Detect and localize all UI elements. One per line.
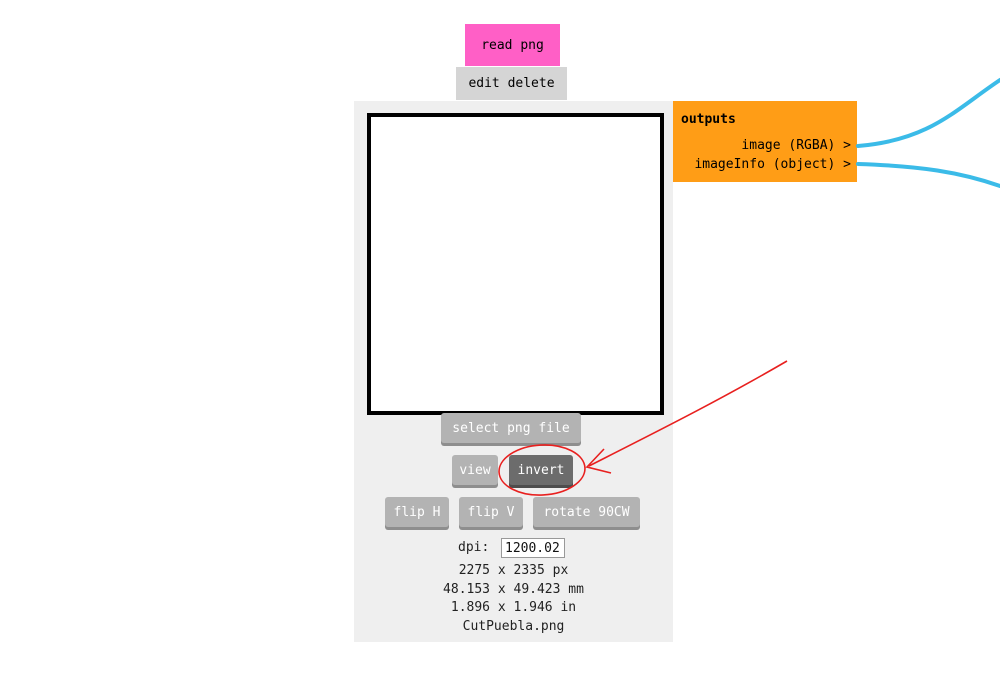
annotation-arrow-head	[585, 448, 612, 474]
select-png-file-button[interactable]: select png file	[441, 413, 581, 443]
wire-imageinfo	[856, 162, 1000, 188]
flip-h-button[interactable]: flip H	[385, 497, 449, 527]
pixel-size-text: 2275 x 2335 px	[458, 563, 569, 578]
mm-size-text: 48.153 x 49.423 mm	[443, 582, 584, 597]
outputs-panel: outputs image (RGBA) > imageInfo (object…	[673, 101, 857, 182]
dpi-input[interactable]	[501, 538, 565, 558]
delete-link[interactable]: delete	[507, 76, 555, 91]
invert-button[interactable]: invert	[509, 455, 573, 485]
node-edit-delete-bar: edit delete	[456, 67, 567, 100]
annotation-arrow-shaft	[588, 360, 788, 467]
view-button[interactable]: view	[452, 455, 498, 485]
inch-size-text: 1.896 x 1.946 in	[450, 600, 577, 615]
filename-text: CutPuebla.png	[462, 619, 565, 634]
flip-v-button[interactable]: flip V	[459, 497, 523, 527]
rotate-90cw-button[interactable]: rotate 90CW	[533, 497, 640, 527]
edit-link[interactable]: edit	[468, 76, 500, 91]
output-port-imageinfo-label: imageInfo (object)	[694, 157, 836, 172]
dpi-label: dpi:	[458, 540, 490, 555]
annotation-circle	[498, 444, 586, 496]
output-port-image-label: image (RGBA)	[741, 138, 836, 153]
chevron-right-icon: >	[843, 138, 851, 153]
output-port-imageinfo[interactable]: imageInfo (object) >	[694, 157, 851, 172]
node-title[interactable]: read png	[465, 24, 560, 66]
wire-image	[856, 78, 1000, 148]
node-title-label: read png	[481, 37, 544, 53]
chevron-right-icon: >	[843, 157, 851, 172]
output-port-image[interactable]: image (RGBA) >	[741, 138, 851, 153]
outputs-title: outputs	[681, 112, 736, 127]
image-preview	[367, 113, 664, 415]
